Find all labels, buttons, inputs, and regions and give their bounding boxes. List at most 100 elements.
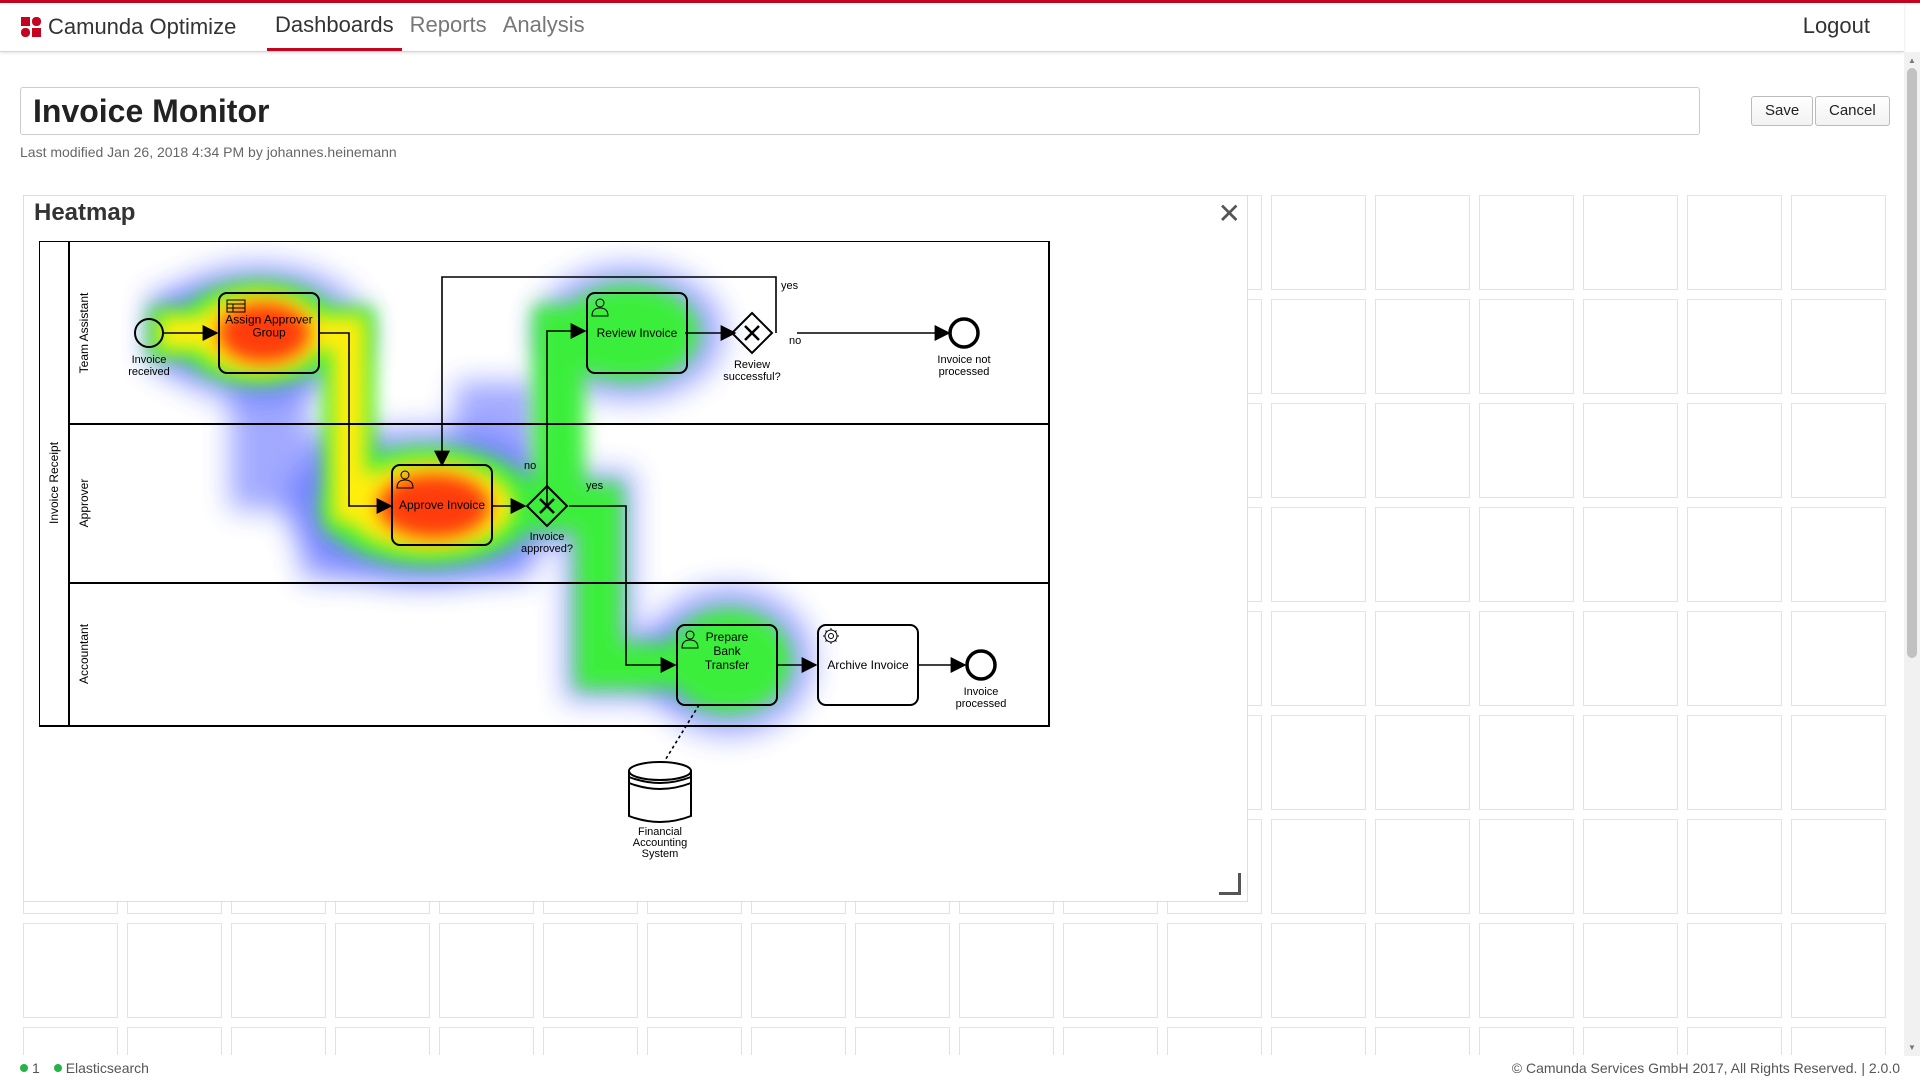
nav-analysis[interactable]: Analysis: [502, 12, 585, 37]
resize-handle[interactable]: [1219, 873, 1241, 895]
grid-cell: [335, 923, 430, 1018]
grid-cell: [1583, 715, 1678, 810]
grid-cell: [1687, 1027, 1782, 1055]
grid-cell: [959, 1027, 1054, 1055]
grid-cell: [1687, 715, 1782, 810]
grid-cell: [1271, 923, 1366, 1018]
grid-cell: [1479, 1027, 1574, 1055]
scroll-up-arrow-icon[interactable]: ▲: [1908, 56, 1916, 65]
grid-cell: [1479, 819, 1574, 914]
copyright-text: © Camunda Services GmbH 2017, All Rights…: [1511, 1060, 1900, 1076]
grid-cell: [1271, 403, 1366, 498]
grid-cell: [1271, 299, 1366, 394]
close-icon[interactable]: ✕: [1217, 198, 1241, 229]
nav-dashboards[interactable]: Dashboards: [267, 3, 402, 51]
grid-cell: [1479, 507, 1574, 602]
task-approve-invoice[interactable]: Approve Invoice: [391, 464, 493, 546]
grid-cell: [231, 923, 326, 1018]
grid-cell: [1375, 1027, 1470, 1055]
lane-label-team-assistant: Team Assistant: [77, 292, 91, 373]
last-modified-text: Last modified Jan 26, 2018 4:34 PM by jo…: [20, 144, 397, 160]
task-review-invoice[interactable]: Review Invoice: [586, 292, 688, 374]
lane-label-approver: Approver: [77, 479, 91, 528]
report-tile[interactable]: Heatmap ✕: [23, 195, 1248, 902]
task-archive-invoice[interactable]: Archive Invoice: [817, 624, 919, 706]
business-rule-icon: [226, 299, 246, 313]
camunda-logo-icon: [21, 17, 41, 37]
grid-cell: [1791, 819, 1886, 914]
scroll-down-arrow-icon[interactable]: ▼: [1908, 1043, 1916, 1052]
pool-label: Invoice Receipt: [47, 441, 61, 524]
grid-cell: [1791, 715, 1886, 810]
grid-cell: [1375, 299, 1470, 394]
save-button[interactable]: Save: [1751, 96, 1814, 126]
grid-cell: [1583, 923, 1678, 1018]
grid-cell: [1479, 611, 1574, 706]
lane-label-accountant: Accountant: [77, 623, 91, 684]
flow-label-yes-approve: yes: [586, 480, 604, 492]
logout-link[interactable]: Logout: [1802, 13, 1870, 38]
brand-logo[interactable]: Camunda Optimize: [20, 13, 236, 41]
grid-cell: [751, 923, 846, 1018]
user-task-icon: [681, 630, 699, 649]
grid-cell: [647, 923, 742, 1018]
grid-cell: [439, 1027, 534, 1055]
grid-cell: [231, 1027, 326, 1055]
grid-cell: [1791, 611, 1886, 706]
grid-cell: [1583, 1027, 1678, 1055]
flow-label-no-review: no: [789, 335, 801, 347]
grid-cell: [1375, 403, 1470, 498]
grid-cell: [1479, 923, 1574, 1018]
status-dot-icon: [20, 1064, 28, 1072]
grid-cell: [855, 923, 950, 1018]
nav-reports[interactable]: Reports: [409, 12, 487, 37]
grid-cell: [1479, 403, 1574, 498]
bpmn-heatmap-diagram: Invoice Receipt Team Assistant Approver …: [39, 241, 1050, 860]
grid-cell: [1271, 819, 1366, 914]
grid-cell: [543, 923, 638, 1018]
grid-cell: [543, 1027, 638, 1055]
service-task-icon: [823, 628, 839, 644]
flow-label-no-approve: no: [524, 460, 536, 472]
task-label: Approve Invoice: [399, 498, 485, 512]
grid-cell: [1583, 403, 1678, 498]
grid-cell: [1063, 923, 1158, 1018]
grid-cell: [1375, 819, 1470, 914]
cancel-button[interactable]: Cancel: [1815, 96, 1890, 126]
grid-cell: [1687, 299, 1782, 394]
grid-cell: [1271, 611, 1366, 706]
grid-cell: [1271, 195, 1366, 290]
grid-cell: [1583, 507, 1678, 602]
grid-cell: [1583, 611, 1678, 706]
grid-cell: [439, 923, 534, 1018]
grid-cell: [1167, 1027, 1262, 1055]
grid-cell: [1791, 923, 1886, 1018]
grid-cell: [1791, 299, 1886, 394]
page-scrollbar[interactable]: ▲ ▼: [1904, 52, 1920, 1056]
dashboard-name-input[interactable]: [20, 87, 1700, 135]
grid-cell: [1167, 923, 1262, 1018]
grid-cell: [1271, 1027, 1366, 1055]
grid-cell: [23, 1027, 118, 1055]
task-label: Review Invoice: [597, 326, 678, 340]
grid-cell: [127, 1027, 222, 1055]
grid-cell: [1687, 195, 1782, 290]
scrollbar-thumb[interactable]: [1907, 68, 1917, 658]
grid-cell: [1479, 299, 1574, 394]
grid-cell: [1063, 1027, 1158, 1055]
sequence-flows: [163, 276, 967, 763]
grid-cell: [1791, 1027, 1886, 1055]
